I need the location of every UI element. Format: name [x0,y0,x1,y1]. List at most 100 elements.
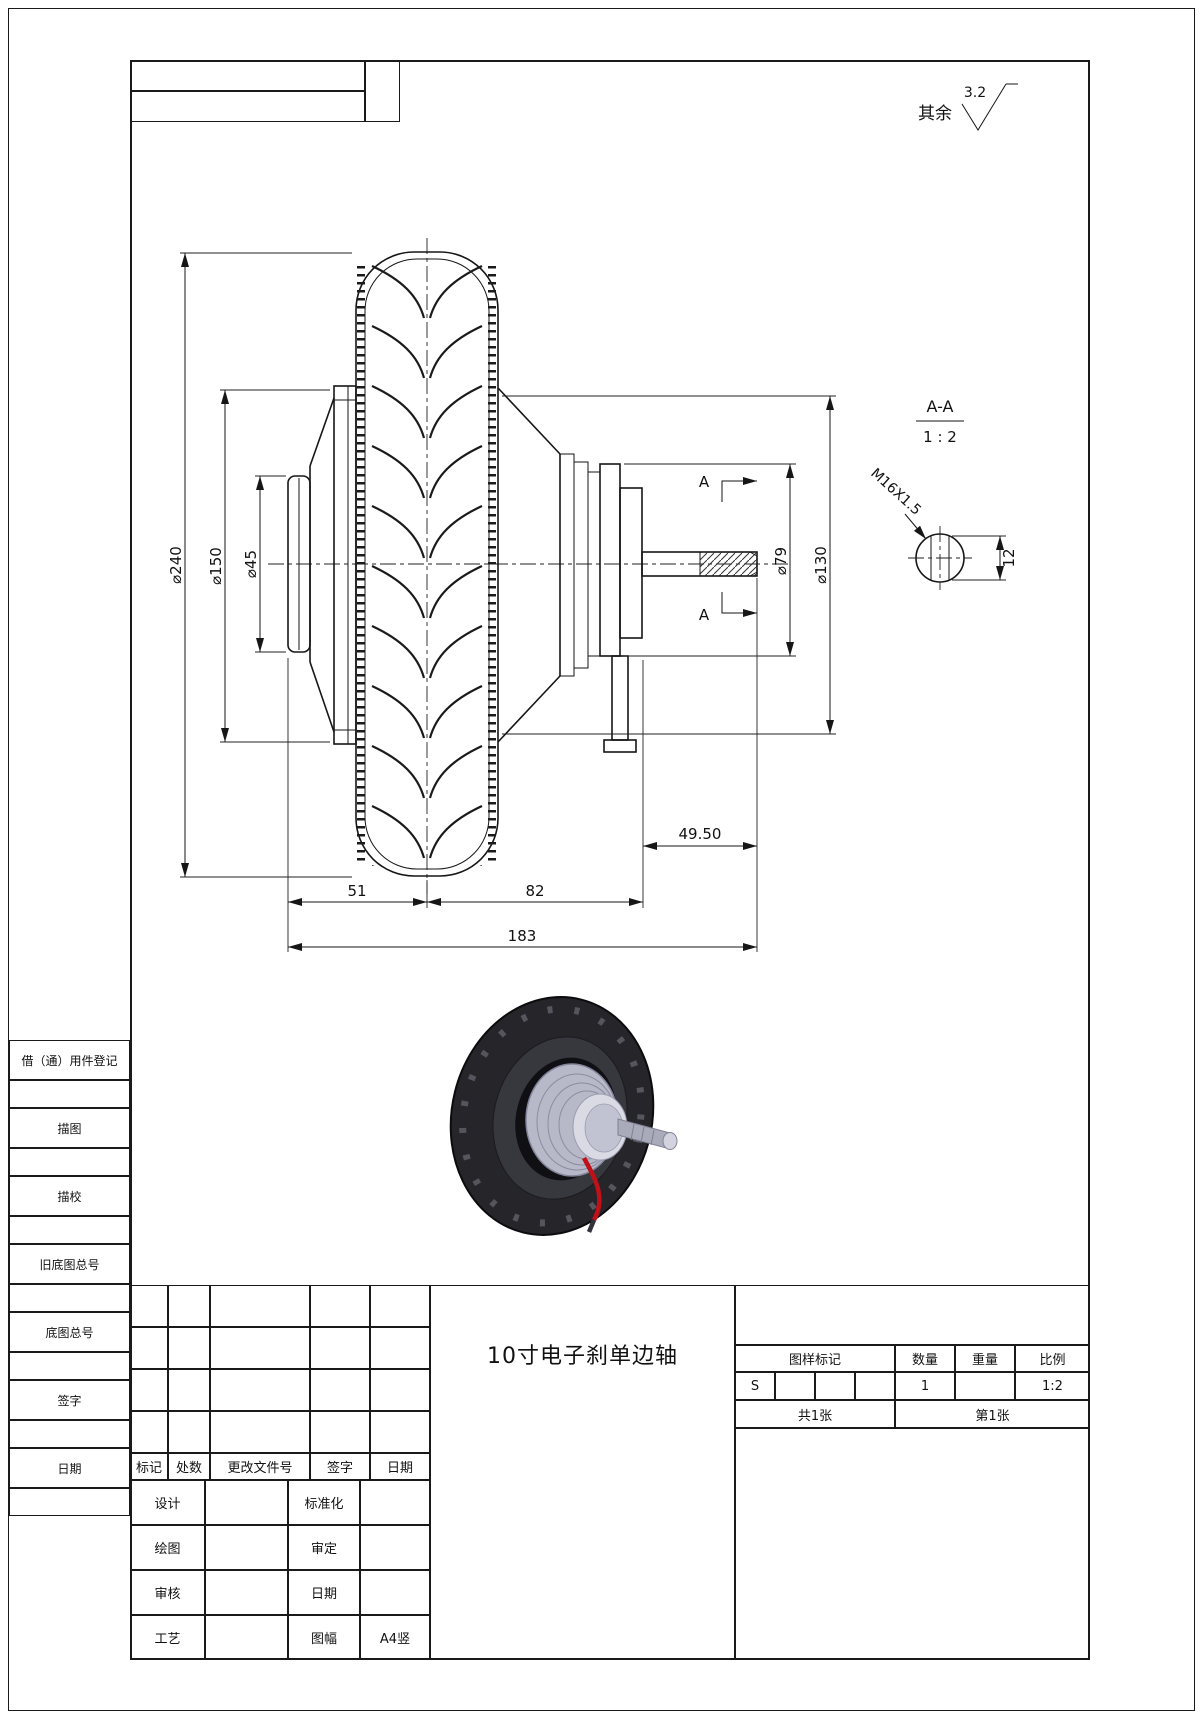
axle-chamfer [749,551,758,577]
signature-cell [205,1525,288,1570]
roles-grid: 设计 标准化 绘图 审定 审核 日期 工艺 图幅 A4竖 [130,1480,430,1660]
role-standardization: 标准化 [288,1480,360,1525]
margin-box-label: 描校 [57,1189,82,1204]
brake-disc-2 [573,461,589,669]
signature-cell [360,1525,430,1570]
dim-label-phi130: ⌀130 [812,546,830,584]
revision-cell [370,1411,430,1453]
dimensions: ⌀240 ⌀150 ⌀45 ⌀79 ⌀130 49.50 51 [167,252,836,952]
mark-value: S [735,1372,775,1400]
dim-label-phi79: ⌀79 [772,547,790,575]
revision-cell [210,1285,310,1327]
render-wire-tip [586,1219,597,1233]
dim-label-49-5: 49.50 [679,825,722,843]
hub-cone-left [309,397,335,733]
revision-cell [310,1411,370,1453]
sheet-number: 第1张 [895,1400,1090,1428]
render-motor-cap-inner [584,1103,624,1153]
hub-cone-right [497,387,561,743]
role-sheet-format: 图幅 [288,1615,360,1660]
hub-cap-left [287,475,311,653]
render-axle-end [662,1132,678,1150]
part-title-cell: 10寸电子刹单边轴 [430,1285,735,1660]
dim-label-183: 183 [508,927,537,945]
section-cut-arrows: A A [699,473,757,624]
revision-header-row: 标记 处数 更改文件号 签字 日期 [130,1453,430,1480]
mark-empty-top [735,1285,1090,1345]
role-date: 日期 [288,1570,360,1615]
scale-value: 1:2 [1015,1372,1090,1400]
weight-value [955,1372,1015,1400]
wheel-front-view [268,238,788,894]
revision-cell [310,1369,370,1411]
mark-sub-cell [775,1372,815,1400]
revision-cell [130,1369,168,1411]
margin-box-master: 底图总号 [9,1312,130,1352]
role-process: 工艺 [130,1615,205,1660]
qty-header: 数量 [895,1345,955,1372]
signature-cell [205,1570,288,1615]
axle-mount-plate [619,487,643,639]
margin-box-blank [9,1148,130,1176]
top-left-table-cell [130,60,365,91]
mark-sub-cell [855,1372,895,1400]
margin-box-label: 借（通）用件登记 [21,1053,118,1068]
revision-cell [210,1411,310,1453]
margin-box-signature: 签字 [9,1380,130,1420]
margin-box-old-master: 旧底图总号 [9,1244,130,1284]
roughness-symbol-icon [961,83,1007,131]
dim-label-12: 12 [1000,548,1018,567]
revision-cell [130,1411,168,1453]
render-power-wire [582,1156,602,1222]
top-left-table-cell [130,91,365,122]
margin-box-blank [9,1488,130,1516]
margin-box-blank [9,1080,130,1108]
hub-flange-left [333,385,357,745]
torque-arm-foot [603,739,637,753]
revision-cell [310,1327,370,1369]
revision-cell [310,1285,370,1327]
revision-cell [370,1369,430,1411]
surface-roughness-note: 其余 3.2 [918,83,1018,131]
weight-header: 重量 [955,1345,1015,1372]
render-axle-thread-lines [630,1123,655,1146]
section-arrow-bottom [721,592,757,617]
revision-cell [168,1327,210,1369]
margin-box-label: 签字 [57,1393,82,1408]
dim-label-phi240: ⌀240 [167,546,185,584]
role-approve: 审定 [288,1525,360,1570]
mark-value-row: S 1 1:2 [735,1372,1090,1400]
sheets-total: 共1张 [735,1400,895,1428]
margin-box-label: 描图 [57,1121,82,1136]
dim-label-51: 51 [347,882,366,900]
margin-box-label: 底图总号 [45,1325,94,1340]
revision-cell [168,1411,210,1453]
revision-cell [130,1285,168,1327]
margin-box-blank [9,1420,130,1448]
signature-cell [205,1480,288,1525]
dim-label-phi150: ⌀150 [207,547,225,585]
wheel-3d-render [449,996,678,1236]
section-arrow-top [721,477,757,502]
revision-cell [370,1327,430,1369]
dim-label-82: 82 [525,882,544,900]
revision-cell [210,1369,310,1411]
signature-cell [205,1615,288,1660]
thread-callout-label: M16X1.5 [867,465,924,518]
roughness-prefix-label: 其余 [918,104,952,124]
tire-tread-pattern [368,262,486,866]
role-design: 设计 [130,1480,205,1525]
axle-thread [699,551,758,577]
margin-box-date: 日期 [9,1448,130,1488]
top-left-table-cell [365,60,400,122]
margin-box-blank [9,1216,130,1244]
paper-size-value: A4竖 [360,1615,430,1660]
mark-empty-bottom [735,1428,1090,1660]
qty-value: 1 [895,1372,955,1400]
section-arrow-label-bottom: A [699,606,710,624]
section-view-AA: A-A 1 : 2 M16X1.5 12 [867,397,1018,590]
revision-header: 更改文件号 [210,1453,310,1480]
margin-box-borrow: 借（通）用件登记 [9,1040,130,1080]
